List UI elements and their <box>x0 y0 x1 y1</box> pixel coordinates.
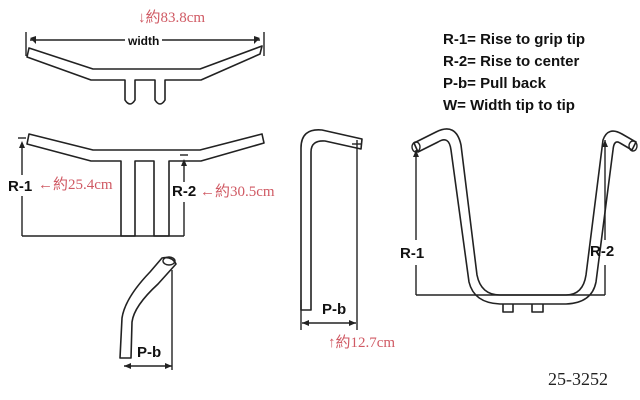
top-view-bar <box>25 32 265 105</box>
pb-measurement: ↑約12.7cm <box>328 334 395 351</box>
ape-hanger-bar <box>411 128 638 313</box>
width-label: width <box>127 34 159 48</box>
pullback-bend-small <box>119 256 177 370</box>
r1-label: R-1 <box>8 178 32 195</box>
r2-measurement: ←約30.5cm <box>200 183 275 200</box>
legend-pb: P-b= Pull back <box>443 75 547 92</box>
side-view-bar <box>300 129 363 330</box>
r1-label-ape: R-1 <box>400 245 424 262</box>
width-measurement: ↓約83.8cm <box>138 9 205 26</box>
r2-label: R-2 <box>172 183 196 200</box>
r2-label-ape: R-2 <box>590 243 614 260</box>
r1-measurement: ←約25.4cm <box>38 176 113 193</box>
part-number: 25-3252 <box>548 369 608 389</box>
legend-w: W= Width tip to tip <box>443 97 575 114</box>
legend-r2: R-2= Rise to center <box>443 53 579 70</box>
pb-label-small: P-b <box>137 344 161 361</box>
pb-label-side: P-b <box>322 301 346 318</box>
front-view-bar <box>18 133 265 237</box>
legend-r1: R-1= Rise to grip tip <box>443 31 585 48</box>
legend: R-1= Rise to grip tip R-2= Rise to cente… <box>443 31 585 114</box>
